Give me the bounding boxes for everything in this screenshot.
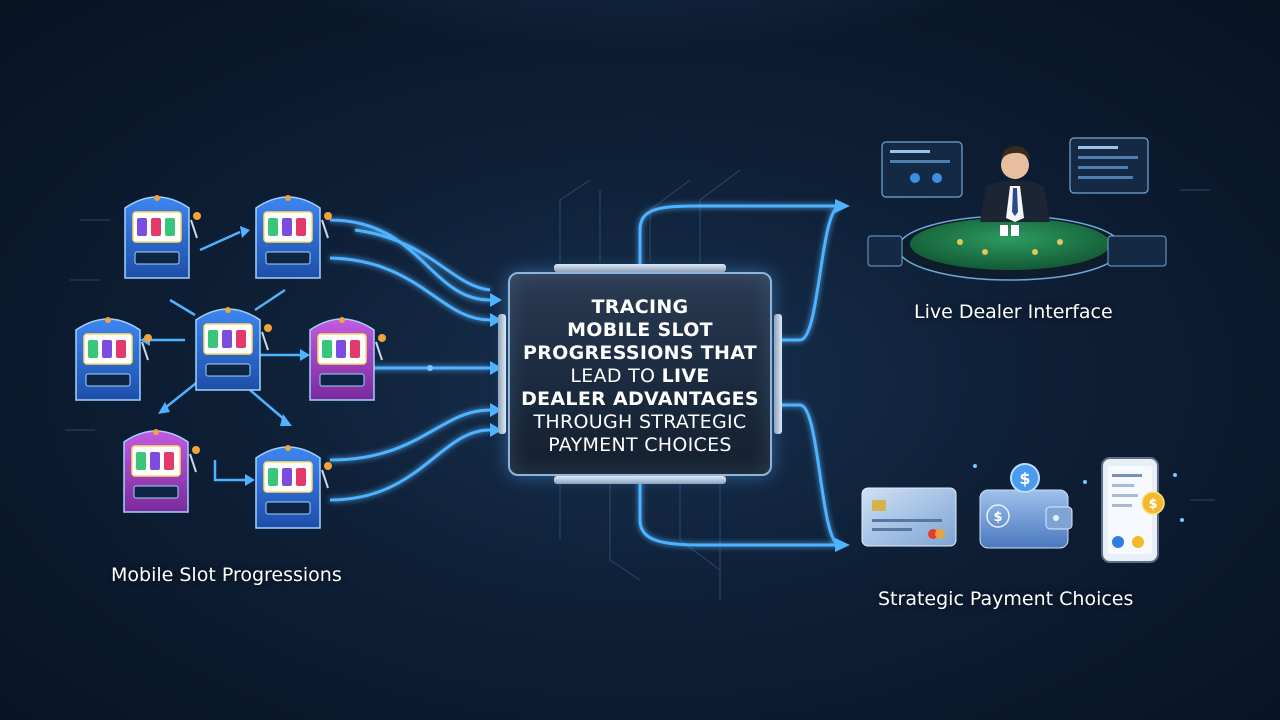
live-dealer-icon [867, 137, 1167, 281]
mobile-phone-icon: $ [1101, 457, 1165, 563]
frame-right [774, 314, 782, 434]
slot-machine-icon [195, 307, 272, 391]
title-line-part: THROUGH STRATEGIC [533, 411, 747, 433]
slot-machine-icon [255, 195, 332, 279]
title-line-part: TRACING [591, 296, 689, 318]
circuit-traces [65, 169, 1215, 600]
title-line: DEALER ADVANTAGES [510, 388, 770, 411]
output-arrowheads [835, 199, 850, 552]
svg-text:$: $ [1019, 469, 1030, 488]
title-line: PROGRESSIONS THAT [510, 342, 770, 365]
title-line-part: PAYMENT CHOICES [548, 434, 732, 456]
title-line: TRACING [510, 296, 770, 319]
title-line: THROUGH STRATEGIC [510, 411, 770, 434]
slot-flow-arrowheads [490, 293, 502, 437]
credit-card-icon [861, 487, 957, 547]
slot-machine-icon [255, 445, 332, 529]
title-line: MOBILE SLOT [510, 319, 770, 342]
title-line: PAYMENT CHOICES [510, 434, 770, 457]
wallet-icon: $ $ [979, 463, 1073, 549]
frame-bottom [554, 476, 726, 484]
title-line-part: LIVE [661, 365, 710, 387]
slot-machine-icon [124, 195, 201, 279]
slot-machine-group [75, 195, 386, 529]
title-line-part: DEALER ADVANTAGES [521, 388, 759, 410]
sparkle-dots [427, 365, 1184, 522]
slot-flow-lines [329, 218, 491, 502]
frame-top [554, 264, 726, 272]
caption-strategic-payment-choices: Strategic Payment Choices [878, 588, 1134, 610]
svg-text:$: $ [993, 510, 1002, 525]
caption-mobile-slot-progressions: Mobile Slot Progressions [111, 564, 342, 586]
caption-live-dealer-interface: Live Dealer Interface [914, 301, 1113, 323]
title-line-part: MOBILE SLOT [567, 319, 713, 341]
svg-text:$: $ [1148, 497, 1157, 512]
slot-network-arrowheads [140, 226, 310, 486]
title-line-part: LEAD TO [570, 365, 662, 387]
title-line: LEAD TO LIVE [510, 365, 770, 388]
frame-left [498, 314, 506, 434]
slot-network-arrows [150, 230, 300, 482]
slot-machine-icon [309, 317, 386, 401]
title-line-part: PROGRESSIONS THAT [523, 342, 757, 364]
slot-machine-icon [75, 317, 152, 401]
slot-machine-icon [123, 429, 200, 513]
output-flow-lines [638, 204, 841, 547]
